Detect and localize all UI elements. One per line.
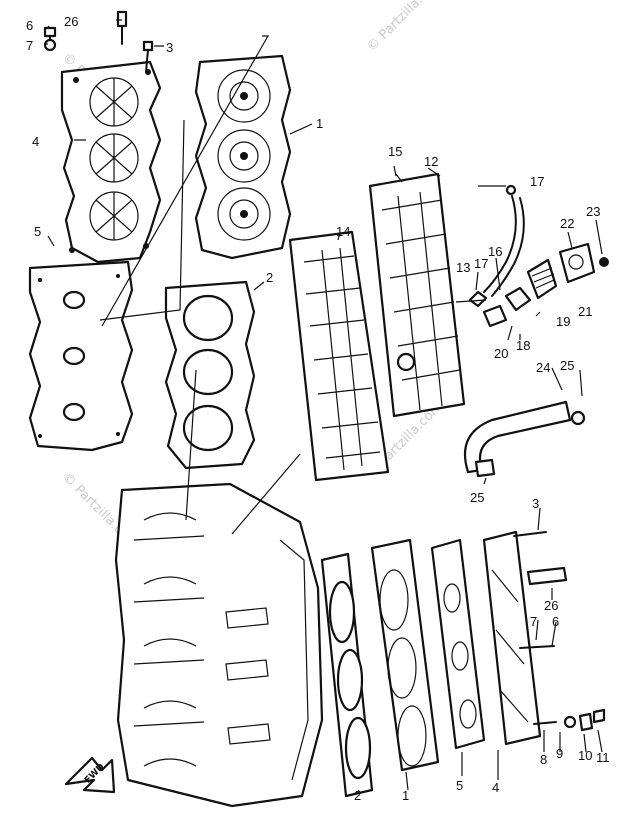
callout-3-top: 3	[166, 40, 173, 55]
head-cover-gasket	[28, 260, 134, 452]
callout-21: 21	[578, 304, 592, 319]
callout-24: 24	[536, 360, 550, 375]
callout-23: 23	[586, 204, 600, 219]
cylinder-head	[194, 54, 292, 260]
callout-7: 7	[26, 38, 33, 53]
callout-7-bottom: 7	[530, 614, 537, 629]
callout-13: 13	[456, 260, 470, 275]
callout-10: 10	[578, 748, 592, 763]
lower-cover-gasket	[430, 538, 486, 750]
head-gasket-upper	[164, 280, 256, 470]
callout-19: 19	[556, 314, 570, 329]
callout-26-top: 26	[64, 14, 78, 29]
exhaust-cover	[368, 172, 466, 418]
callout-18: 18	[516, 338, 530, 353]
callout-6-bottom: 6	[552, 614, 559, 629]
callout-2-top: 2	[266, 270, 273, 285]
callout-3-bottom: 3	[532, 496, 539, 511]
callout-22: 22	[560, 216, 574, 231]
callout-1-bottom: 1	[402, 788, 409, 803]
callout-26-bottom: 26	[544, 598, 558, 613]
callout-8: 8	[540, 752, 547, 767]
callout-17-mid: 17	[474, 256, 488, 271]
callout-25-bottom: 25	[470, 490, 484, 505]
lower-head-gasket	[320, 552, 374, 798]
callout-11: 11	[596, 750, 610, 765]
lower-bolts	[513, 531, 606, 732]
cylinder-head-cover	[60, 60, 162, 264]
callout-16: 16	[488, 244, 502, 259]
callout-4-top: 4	[32, 134, 39, 149]
callout-5-bottom: 5	[456, 778, 463, 793]
water-hose-fittings	[468, 184, 609, 328]
callout-12: 12	[424, 154, 438, 169]
fwd-arrow: FWD	[64, 756, 116, 794]
water-tube	[463, 400, 586, 478]
lower-head-cover	[482, 530, 542, 746]
callout-14: 14	[336, 224, 350, 239]
callout-25-top: 25	[560, 358, 574, 373]
callout-17-top: 17	[530, 174, 544, 189]
callout-labels: 6 26 7 3 4 5 1 2 15 12 14 17 22 23 13 17…	[26, 14, 610, 803]
leader-lines	[44, 19, 603, 793]
callout-2-bottom: 2	[354, 788, 361, 803]
callout-15: 15	[388, 144, 402, 159]
callout-5-top: 5	[34, 224, 41, 239]
top-bolts	[43, 10, 154, 73]
callout-1-top: 1	[316, 116, 323, 131]
callout-4-bottom: 4	[492, 780, 499, 795]
exhaust-outer-gasket	[288, 230, 390, 482]
callout-6: 6	[26, 18, 33, 33]
lower-cylinder-head	[370, 538, 440, 772]
watermark-2: © Partzilla.com	[364, 0, 446, 55]
cylinder-block	[114, 482, 324, 808]
callout-9: 9	[556, 746, 563, 761]
callout-20: 20	[494, 346, 508, 361]
